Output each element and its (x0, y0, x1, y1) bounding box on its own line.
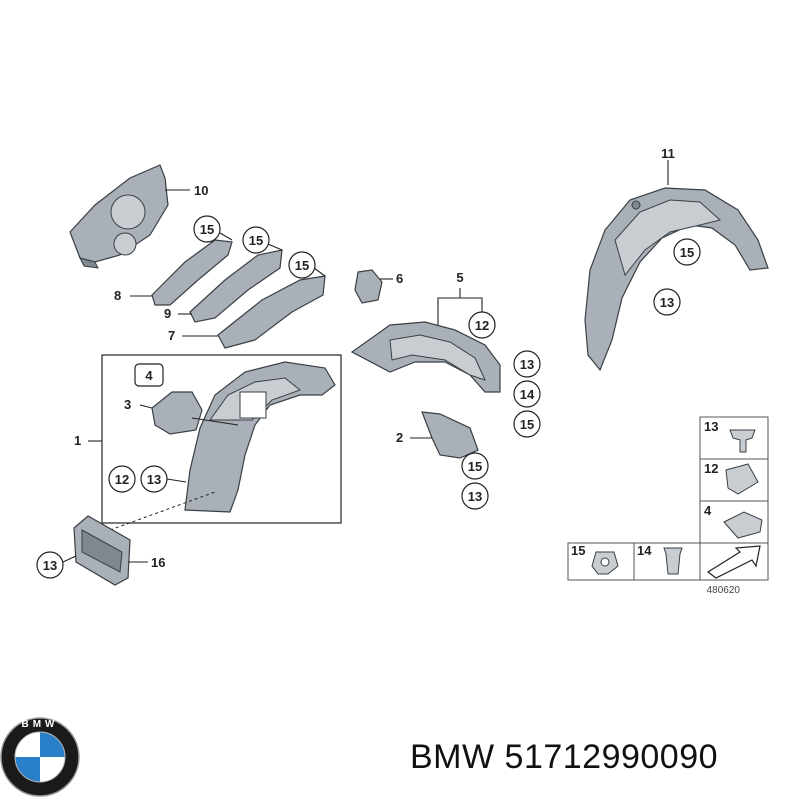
label-1: 1 (74, 433, 81, 448)
part-16-vent (73, 515, 131, 586)
label-10: 10 (194, 183, 208, 198)
legend-15: 15 (571, 543, 585, 558)
callout-15-c: 15 (295, 258, 309, 273)
part-3-cover (151, 391, 203, 435)
label-5: 5 (456, 270, 463, 285)
part-5-arch-liner (350, 321, 501, 393)
callout-4: 4 (145, 368, 153, 383)
expansion-nut-icon (663, 547, 683, 575)
diagram-reference: 480620 (707, 585, 741, 596)
label-9: 9 (164, 306, 171, 321)
part-2-bracket (421, 411, 479, 459)
callout-15-b: 15 (249, 233, 263, 248)
callout-13-a: 13 (520, 357, 534, 372)
label-8: 8 (114, 288, 121, 303)
label-3: 3 (124, 397, 131, 412)
assembly-box-1 (101, 354, 342, 524)
callout-15-a: 15 (200, 222, 214, 237)
legend-14: 14 (637, 543, 652, 558)
label-7: 7 (168, 328, 175, 343)
legend-12: 12 (704, 461, 718, 476)
label-6: 6 (396, 271, 403, 286)
part-8-strip (151, 239, 233, 306)
cover-clip-icon (723, 511, 763, 539)
callout-15-e: 15 (468, 459, 482, 474)
part-10-bracket (69, 164, 169, 269)
callout-15-f: 15 (680, 245, 694, 260)
spring-nut-icon (725, 463, 759, 495)
label-11: 11 (661, 146, 675, 161)
fastener-legend: 13 12 4 15 14 480620 (567, 416, 769, 596)
label-16: 16 (151, 555, 165, 570)
arrow-icon (706, 545, 761, 579)
part-6-clip (354, 269, 383, 304)
label-2: 2 (396, 430, 403, 445)
callout-12-a: 12 (475, 318, 489, 333)
part-9-strip (189, 249, 283, 323)
push-rivet-icon (729, 429, 756, 453)
legend-4: 4 (704, 503, 712, 518)
callout-13-e: 13 (43, 558, 57, 573)
callout-12-b: 12 (115, 472, 129, 487)
part-11-wheel-arch-liner (584, 187, 769, 372)
part-number-caption: BMW 51712990090 (410, 738, 719, 776)
part-7-strip (217, 275, 326, 349)
callout-13-d: 13 (147, 472, 161, 487)
callout-14-a: 14 (520, 387, 535, 402)
callout-15-d: 15 (520, 417, 534, 432)
legend-13: 13 (704, 419, 718, 434)
callout-13-b: 13 (468, 489, 482, 504)
callout-13-c: 13 (660, 295, 674, 310)
bmw-logo: BMW (0, 717, 80, 797)
bmw-logo-letters: BMW (22, 719, 59, 730)
part-1-front-liner (184, 361, 336, 513)
